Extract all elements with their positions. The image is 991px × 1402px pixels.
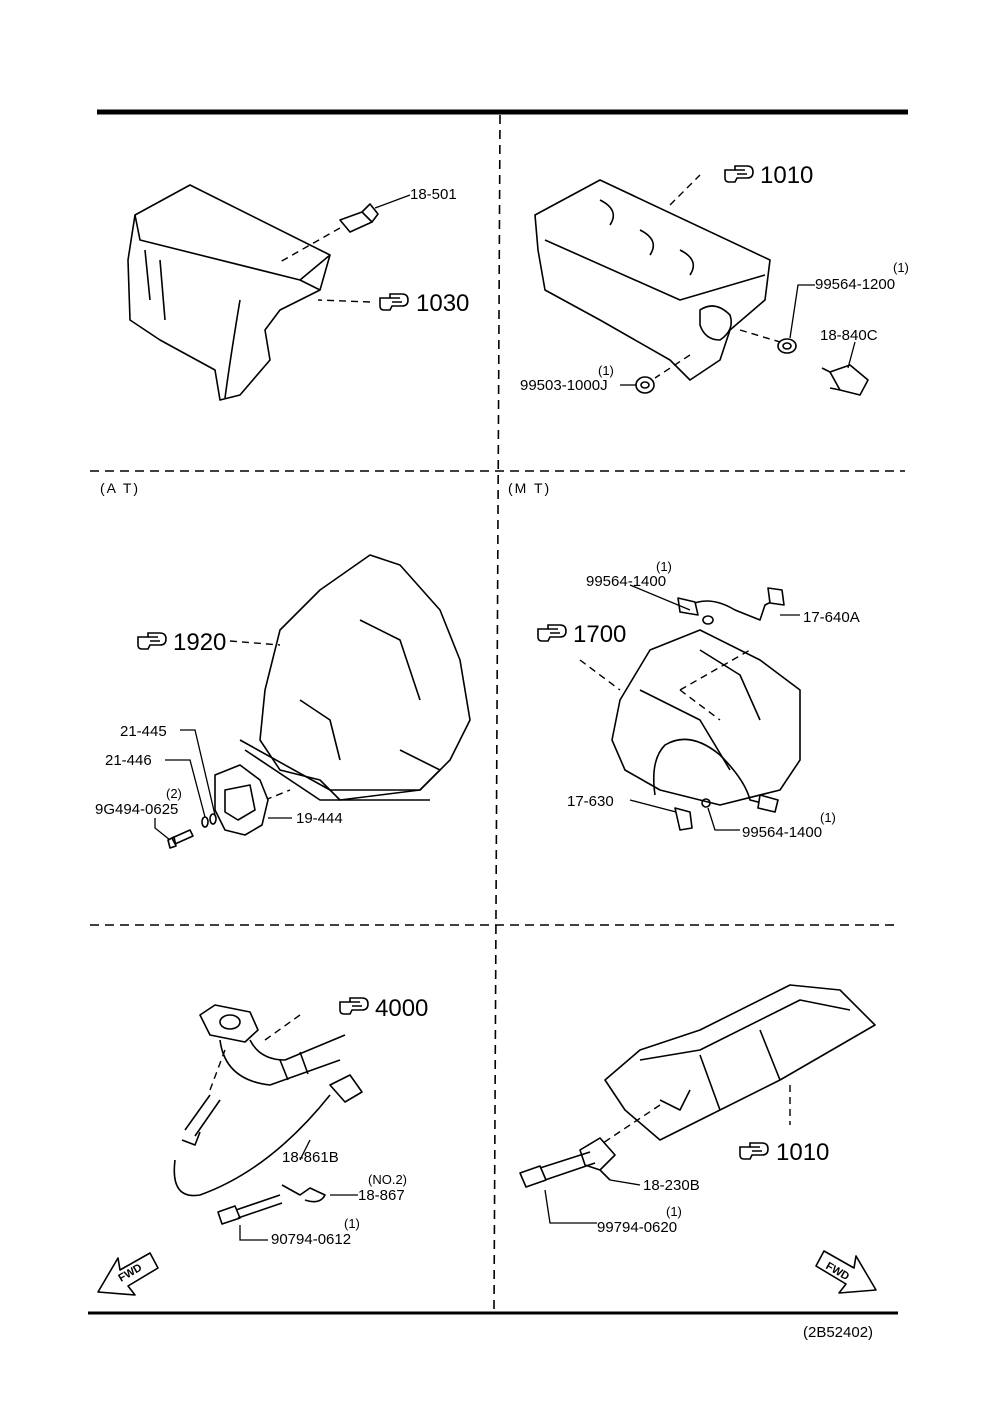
fwd-arrow-left-icon: FWD — [97, 1252, 159, 1296]
ref-label-1700: 1700 — [573, 621, 626, 648]
part-label-90794-0612: 90794-0612 — [271, 1231, 351, 1248]
pointer-hand-icon-1700 — [537, 624, 567, 642]
intake-knock-sensor-figure — [519, 984, 876, 1224]
cylinder-head-figure — [534, 174, 869, 396]
qty-99503-1000j: (1) — [598, 363, 614, 378]
part-label-21-445: 21-445 — [120, 723, 167, 740]
part-label-18-501: 18-501 — [410, 186, 457, 203]
vertical-divider — [493, 114, 501, 1311]
engine-block-figure — [127, 184, 411, 401]
qty-18-867: (NO.2) — [368, 1172, 407, 1187]
ref-label-1010-bottom: 1010 — [776, 1139, 829, 1166]
part-label-18-861b: 18-861B — [282, 1149, 339, 1166]
ref-label-4000: 4000 — [375, 995, 428, 1022]
pointer-hand-icon-1010-bottom — [739, 1142, 769, 1160]
exhaust-sensor-figure — [173, 1004, 363, 1241]
fwd-arrow-right-icon: FWD — [815, 1250, 877, 1294]
ref-label-1030: 1030 — [416, 290, 469, 317]
pointer-hand-icon-4000 — [339, 997, 369, 1015]
pointer-hand-icon-1030 — [379, 293, 409, 311]
part-label-99794-0620: 99794-0620 — [597, 1219, 677, 1236]
part-label-18-840c: 18-840C — [820, 327, 878, 344]
part-label-99564-1200: 99564-1200 — [815, 276, 895, 293]
ref-label-1920: 1920 — [173, 629, 226, 656]
ref-label-1010-top: 1010 — [760, 162, 813, 189]
qty-99564-1200: (1) — [893, 260, 909, 275]
qty-9g494-0625: (2) — [166, 786, 182, 801]
pointer-hand-icon-1010-top — [724, 165, 754, 183]
part-label-19-444: 19-444 — [296, 810, 343, 827]
qty-99794-0620: (1) — [666, 1204, 682, 1219]
qty-99564-1400-a: (1) — [656, 559, 672, 574]
section-label-at: (A T) — [100, 480, 140, 496]
pointer-hand-icon-1920 — [137, 632, 167, 650]
section-label-mt: (M T) — [508, 480, 551, 496]
part-label-9g494-0625: 9G494-0625 — [95, 801, 178, 818]
part-label-18-867: 18-867 — [358, 1187, 405, 1204]
part-label-99564-1400-a: 99564-1400 — [586, 573, 666, 590]
part-label-99564-1400-b: 99564-1400 — [742, 824, 822, 841]
part-label-18-230b: 18-230B — [643, 1177, 700, 1194]
diagram-code: (2B52402) — [803, 1324, 873, 1341]
mt-transmission-figure — [579, 584, 801, 831]
qty-90794-0612: (1) — [344, 1216, 360, 1231]
at-transmission-figure — [154, 554, 471, 849]
part-label-17-630: 17-630 — [567, 793, 614, 810]
part-label-99503-1000j: 99503-1000J — [520, 377, 608, 394]
part-label-21-446: 21-446 — [105, 752, 152, 769]
part-label-17-640a: 17-640A — [803, 609, 860, 626]
qty-99564-1400-b: (1) — [820, 810, 836, 825]
